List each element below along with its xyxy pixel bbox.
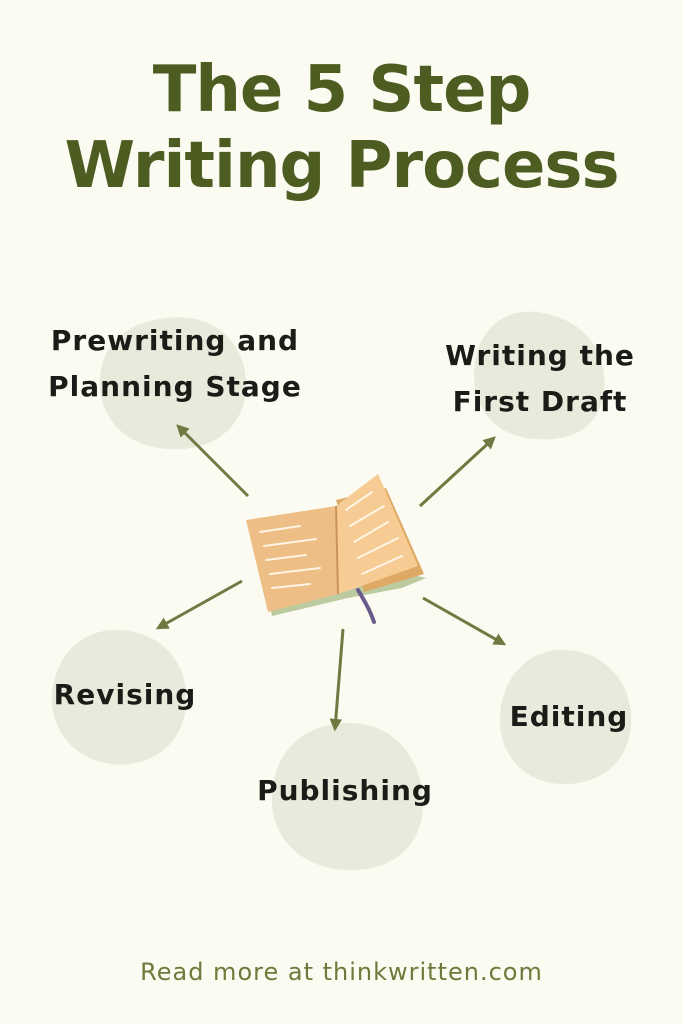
blob-prewriting — [100, 317, 247, 450]
step-editing-line-1: Editing — [509, 700, 629, 733]
page-title: The 5 Step Writing Process — [0, 52, 683, 204]
step-publishing-label: Publishing — [225, 768, 465, 814]
arrow-to-prewriting — [176, 424, 250, 498]
step-prewriting-line-1: Prewriting and — [50, 324, 300, 357]
step-revising-label: Revising — [20, 672, 230, 718]
arrow-to-publishing — [329, 628, 345, 732]
blob-publishing — [271, 722, 424, 871]
step-prewriting-line-2: Planning Stage — [48, 370, 302, 403]
step-first-draft-line-2: First Draft — [452, 385, 628, 418]
step-first-draft-label: Writing the First Draft — [395, 333, 683, 425]
arrow-to-revising — [155, 579, 243, 630]
step-editing-label: Editing — [480, 694, 658, 740]
blob-revising — [51, 629, 187, 765]
open-book-icon — [246, 474, 426, 624]
step-revising-line-1: Revising — [53, 678, 197, 711]
title-line-2: Writing Process — [64, 129, 619, 203]
blob-editing — [499, 649, 632, 785]
arrow-to-editing — [422, 596, 507, 646]
footer-link-text: Read more at thinkwritten.com — [140, 958, 543, 986]
title-line-1: The 5 Step — [152, 53, 532, 127]
step-prewriting-label: Prewriting and Planning Stage — [0, 318, 350, 410]
step-first-draft-line-1: Writing the — [445, 339, 635, 372]
blob-first-draft — [474, 311, 605, 440]
arrow-to-first-draft — [418, 436, 496, 508]
step-publishing-line-1: Publishing — [257, 774, 433, 807]
